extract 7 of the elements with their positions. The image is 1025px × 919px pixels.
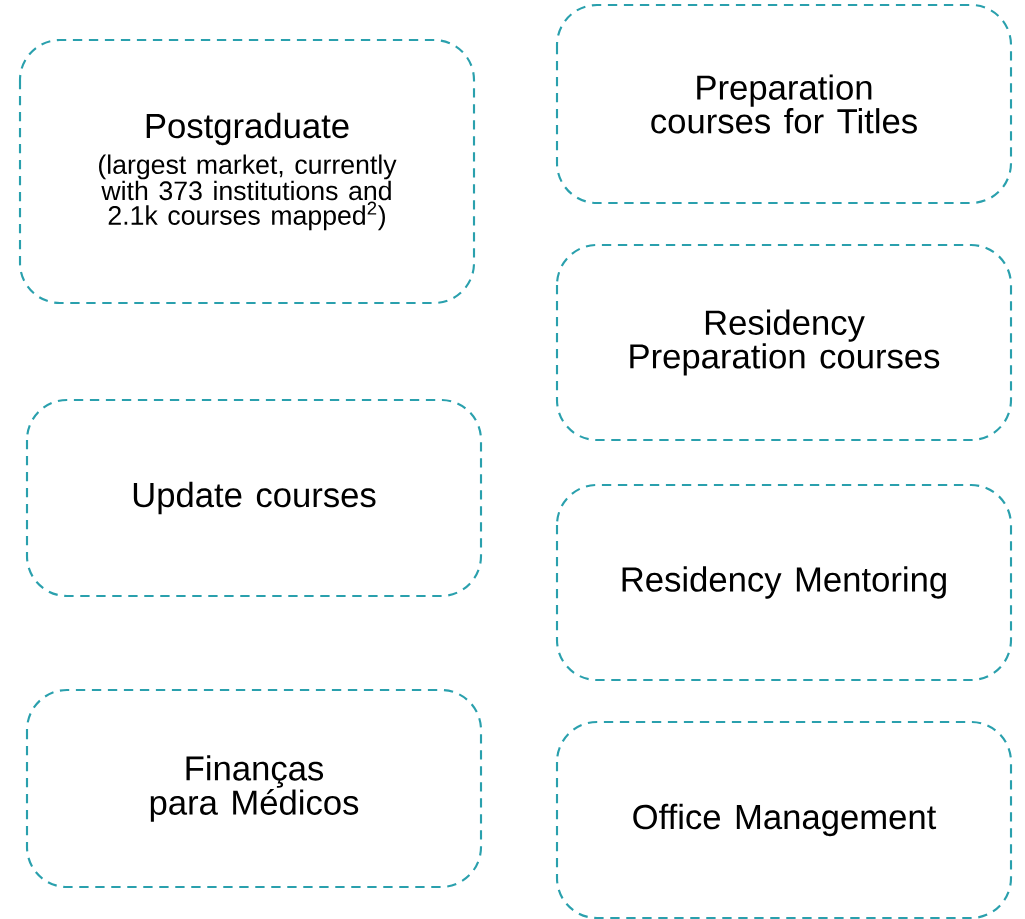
course-box: Preparation courses for Titles xyxy=(555,3,1013,205)
course-box: Office Management xyxy=(555,720,1013,919)
course-box: Finanças para Médicos xyxy=(25,688,483,889)
course-box: Residency Mentoring xyxy=(555,483,1013,682)
course-box: Residency Preparation courses xyxy=(555,243,1013,442)
course-box: Postgraduate (largest market, currently with 373 institutions and 2.1k courses mapped$^{2}$) xyxy=(18,38,476,305)
course-box: Update courses xyxy=(25,398,483,598)
